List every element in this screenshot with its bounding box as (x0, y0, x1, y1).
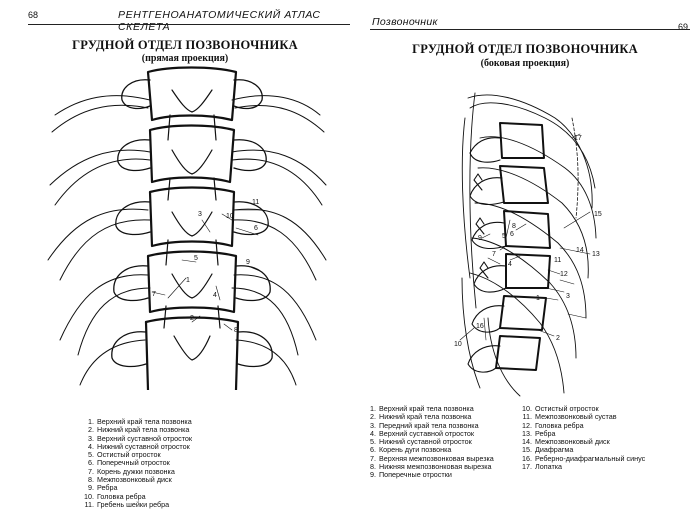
page-title: ГРУДНОЙ ОТДЕЛ ПОЗВОНОЧНИКА (412, 42, 638, 56)
posterior-elements (467, 137, 507, 373)
legend-list: 1.Верхний край тела позвонка 2.Нижний кр… (82, 417, 193, 509)
legend-item: 11.Межпозвонковый сустав (522, 412, 617, 422)
legend-item: 2.Нижний край тела позвонка (370, 412, 472, 422)
label-9: 9 (478, 235, 482, 242)
legend-item: 8.Межпозвонковый диск (88, 475, 172, 485)
label-13: 13 (592, 251, 600, 258)
label-1: 1 (536, 295, 540, 302)
label-12: 12 (560, 271, 568, 278)
figure-labels: 1 2 3 4 5 6 7 8 9 10 11 12 13 14 15 16 1… (454, 135, 602, 348)
page-title: ГРУДНОЙ ОТДЕЛ ПОЗВОНОЧНИКА (72, 38, 298, 52)
legend-item: 9.Ребра (88, 483, 118, 493)
ribs-right (231, 95, 327, 386)
legend-list-right: 10.Остистый отросток 11.Межпозвонковый с… (520, 404, 646, 472)
legend-item: 12.Головка ребра (522, 420, 584, 430)
label-6: 6 (510, 231, 514, 238)
spinous-processes (163, 89, 221, 361)
label-1: 1 (186, 277, 190, 284)
legend-item: 10.Остистый отросток (522, 404, 599, 413)
label-4: 4 (508, 261, 512, 268)
page-number: 69 (678, 22, 689, 32)
label-16: 16 (476, 323, 484, 330)
spine-lateral-diagram: 1 2 3 4 5 6 7 8 9 10 11 12 13 14 15 16 1… (454, 92, 602, 397)
label-5: 5 (194, 255, 198, 262)
legend-item: 4.Нижний суставной отросток (88, 441, 190, 451)
legend-item: 8.Нижняя межпозвонковая вырезка (370, 462, 492, 472)
right-page: Позвоночник 69 ГРУДНОЙ ОТДЕЛ ПОЗВОНОЧНИК… (350, 0, 700, 508)
vertebral-bodies (495, 122, 551, 371)
leader-lines (459, 133, 591, 341)
left-page: 68 РЕНТГЕНОАНАТОМИЧЕСКИЙ АТЛАС СКЕЛЕТА Г… (0, 0, 350, 509)
label-17: 17 (574, 135, 582, 142)
spine-frontal-diagram: 1 2 3 4 5 6 7 8 9 10 11 (47, 66, 327, 390)
label-10: 10 (454, 341, 462, 348)
legend-item: 5.Остистый отросток (88, 450, 161, 460)
legend-item: 15.Диафрагма (522, 445, 574, 455)
page-subtitle: (прямая проекция) (141, 53, 229, 64)
label-9: 9 (246, 259, 250, 266)
header-rule (28, 24, 350, 25)
label-2: 2 (556, 335, 560, 342)
label-3: 3 (198, 211, 202, 218)
label-8: 8 (234, 327, 238, 334)
label-2: 2 (190, 315, 194, 322)
legend-item: 5.Нижний суставной отросток (370, 437, 472, 447)
header-rule (370, 29, 690, 30)
page-subtitle: (боковая проекция) (480, 58, 570, 69)
label-6: 6 (254, 225, 258, 232)
legend-item: 3.Передний край тела позвонка (370, 420, 479, 430)
label-7: 7 (152, 291, 156, 298)
legend-item: 10.Головка ребра (84, 491, 146, 501)
ribs-left (47, 95, 151, 386)
legend-item: 7.Корень дужки позвонка (88, 466, 175, 476)
legend-item: 16.Реберно-диафрагмальный синус (522, 453, 646, 463)
legend-item: 7.Верхняя межпозвонковая вырезка (370, 453, 494, 463)
label-11: 11 (252, 199, 259, 206)
legend-item: 17.Лопатка (522, 462, 563, 472)
legend-item: 1.Верхний край тела позвонка (370, 404, 474, 413)
label-10: 10 (226, 213, 234, 220)
label-4: 4 (213, 292, 217, 299)
legend-item: 13.Ребра (522, 428, 556, 438)
legend-item: 1.Верхний край тела позвонка (88, 417, 192, 426)
legend-item: 6.Поперечный отросток (88, 458, 170, 468)
legend-item: 9.Поперечные отростки (370, 470, 452, 480)
legend-item: 6.Корень дуги позвонка (370, 445, 452, 455)
label-8: 8 (512, 223, 516, 230)
label-15: 15 (594, 211, 602, 218)
legend-item: 14.Межпозвонковый диск (522, 437, 610, 447)
scapula (571, 117, 579, 219)
legend-item: 4.Верхний суставной отросток (370, 428, 475, 438)
running-head: Позвоночник (372, 16, 438, 28)
transverse-processes (111, 79, 273, 368)
label-5: 5 (502, 233, 506, 240)
legend-item: 11.Гребень шейки ребра (84, 499, 170, 509)
leader-lines (151, 209, 263, 331)
vertebral-bodies (144, 66, 240, 390)
figure-labels: 1 2 3 4 5 6 7 8 9 10 11 (152, 199, 259, 334)
label-3: 3 (566, 293, 570, 300)
page-number: 68 (28, 10, 39, 20)
running-head: РЕНТГЕНОАНАТОМИЧЕСКИЙ АТЛАС СКЕЛЕТА (118, 9, 321, 33)
legend-list-left: 1.Верхний край тела позвонка 2.Нижний кр… (364, 404, 494, 480)
legend-item: 2.Нижний край тела позвонка (88, 425, 190, 435)
legend-item: 3.Верхний суставной отросток (88, 433, 193, 443)
label-7: 7 (492, 251, 496, 258)
label-14: 14 (576, 247, 584, 254)
label-11: 11 (554, 257, 561, 264)
